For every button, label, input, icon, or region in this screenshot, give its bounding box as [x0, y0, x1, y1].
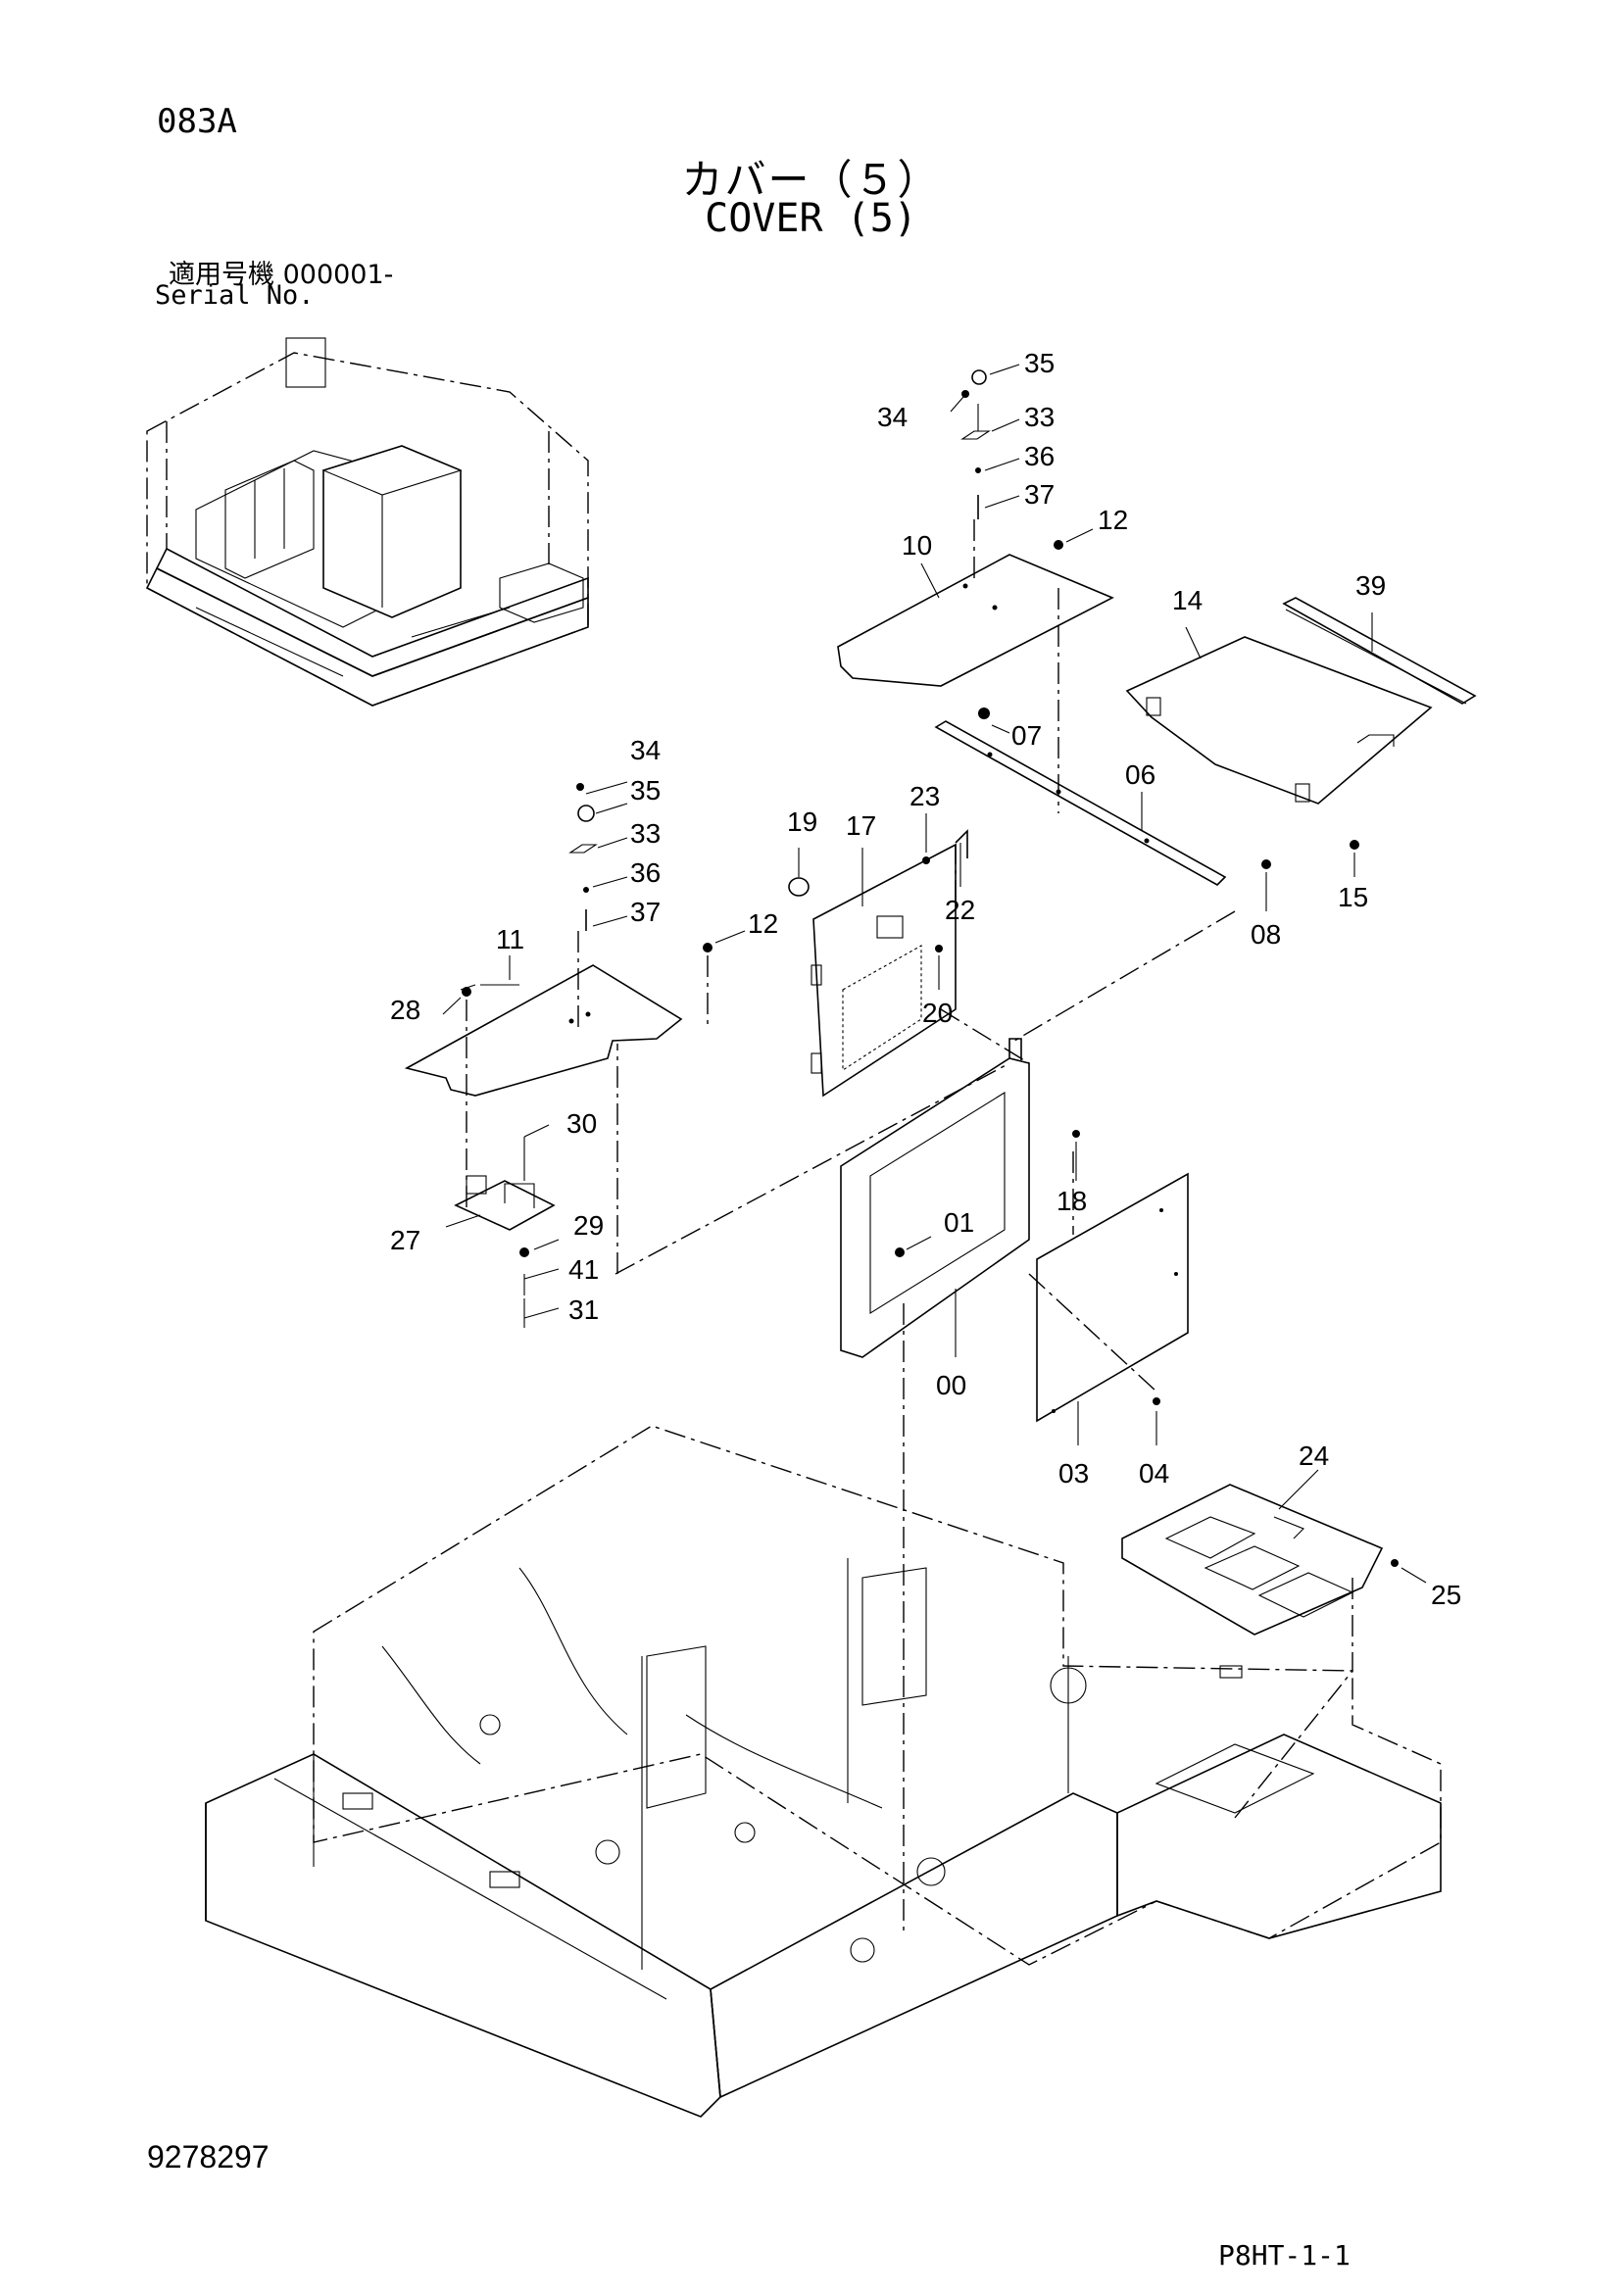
cover-plate-03: [1036, 1172, 1189, 1423]
callout-numbers: 35 34 33 36 37 12 10 14 39 07 06 15 08 3…: [390, 348, 1461, 1610]
callout-04: 04: [1139, 1458, 1169, 1489]
callout-36: 36: [630, 857, 661, 888]
cover-plate-10: [837, 554, 1114, 687]
assembly-leader-lines: [614, 845, 1353, 1930]
serial-range-label: 適用号機 000001-: [169, 260, 394, 290]
cover-plate-14: [1125, 636, 1433, 805]
overview-thumbnail: [145, 337, 589, 707]
bracket-bar-06: [934, 720, 1227, 886]
callout-31: 31: [568, 1295, 599, 1325]
callout-12: 12: [748, 908, 778, 939]
callout-37: 37: [630, 897, 661, 927]
callout-34: 34: [630, 735, 661, 765]
callout-18: 18: [1057, 1186, 1087, 1216]
callout-23: 23: [909, 781, 940, 811]
fastener-stack-upper: [960, 369, 1359, 869]
callout-00: 00: [936, 1370, 966, 1400]
drawing-number: 9278297: [147, 2139, 270, 2174]
fastener-stack-left: [462, 783, 713, 1210]
callout-06: 06: [1125, 759, 1155, 790]
frame-plate-00: [840, 1038, 1160, 1405]
callout-33: 33: [1024, 402, 1055, 432]
callout-34: 34: [877, 402, 908, 432]
callout-20: 20: [922, 998, 953, 1028]
callout-35: 35: [1024, 348, 1055, 378]
seal-strip-39: [1282, 597, 1477, 705]
page-title-english: COVER (5): [705, 196, 917, 241]
callout-39: 39: [1355, 570, 1386, 601]
callout-22: 22: [945, 895, 975, 925]
callout-25: 25: [1431, 1580, 1461, 1610]
base-frame: [205, 1425, 1442, 2118]
access-door-17: [788, 829, 968, 1098]
callout-33: 33: [630, 818, 661, 849]
callout-30: 30: [566, 1108, 597, 1139]
cover-plate-11: [404, 964, 683, 1097]
callout-leaders: [442, 364, 1427, 1584]
callout-29: 29: [573, 1210, 604, 1241]
callout-17: 17: [846, 810, 876, 841]
page-code: 083A: [157, 102, 237, 141]
callout-08: 08: [1251, 919, 1281, 950]
callout-28: 28: [390, 995, 420, 1025]
callout-37: 37: [1024, 479, 1055, 510]
serial-number-label: Serial No.: [155, 280, 315, 311]
callout-03: 03: [1058, 1458, 1089, 1489]
latch-plate-27: [454, 1137, 556, 1328]
callout-35: 35: [630, 775, 661, 806]
callout-01: 01: [944, 1207, 974, 1238]
page-title-japanese: カバー（５）: [681, 156, 941, 204]
callout-10: 10: [902, 530, 932, 561]
callout-15: 15: [1338, 882, 1368, 912]
callout-24: 24: [1299, 1441, 1329, 1471]
callout-11: 11: [496, 924, 524, 954]
callout-19: 19: [787, 806, 817, 837]
callout-41: 41: [568, 1254, 599, 1285]
callout-14: 14: [1172, 585, 1203, 615]
callout-27: 27: [390, 1225, 420, 1255]
callout-12: 12: [1098, 505, 1128, 535]
callout-07: 07: [1011, 720, 1042, 751]
sheet-code: P8HT-1-1: [1218, 2239, 1351, 2272]
step-24: [1121, 1484, 1399, 1671]
callout-36: 36: [1024, 441, 1055, 471]
